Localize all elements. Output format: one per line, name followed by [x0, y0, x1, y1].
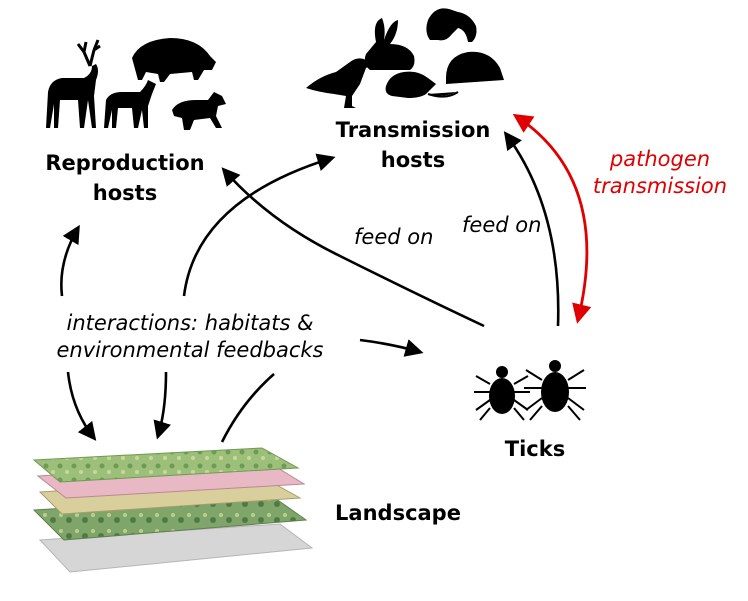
arrow-to-reproduction-hosts	[60, 224, 80, 297]
pathogen-line2: transmission	[592, 174, 728, 198]
transmission-hosts-label-line1: Transmission	[335, 118, 491, 142]
reproduction-host-icons	[46, 38, 226, 130]
tick-icons	[474, 360, 586, 421]
reproduction-hosts-label: Reproduction hosts	[36, 148, 214, 208]
deer-icon	[46, 39, 101, 128]
reproduction-hosts-label-line2: hosts	[92, 181, 158, 205]
transmission-hosts-label: Transmission hosts	[318, 115, 508, 175]
arrow-ticks-feed-reproduction	[221, 167, 485, 328]
feed-on-right-label: feed on	[462, 213, 542, 237]
ticks-label: Ticks	[504, 437, 566, 461]
rabbit-icon	[364, 18, 415, 70]
mouse-icon	[385, 71, 459, 98]
interactions-line1: interactions: habitats &	[66, 311, 314, 335]
crow-icon	[306, 58, 376, 108]
dog-icon	[172, 92, 226, 130]
squirrel-icon	[426, 8, 477, 42]
arrow-to-transmission-hosts	[182, 153, 336, 297]
pathogen-transmission-label: pathogen transmission	[584, 146, 736, 200]
pathogen-line1: pathogen	[609, 147, 711, 171]
wild-boar-icon	[132, 38, 216, 82]
landscape-feedback-line	[220, 373, 275, 443]
tick-icon	[524, 360, 586, 421]
arrow-to-landscape-2	[153, 371, 171, 440]
arrow-to-ticks	[359, 338, 424, 357]
interactions-line2: environmental feedbacks	[56, 338, 324, 362]
reproduction-hosts-label-line1: Reproduction	[45, 151, 205, 175]
transmission-hosts-label-line2: hosts	[380, 148, 446, 172]
landscape-map-layers-icon	[32, 447, 314, 573]
arrow-to-landscape-1	[66, 371, 97, 441]
doe-icon	[104, 80, 156, 128]
hedgehog-icon	[446, 51, 504, 84]
transmission-host-icons	[306, 8, 504, 108]
tick-icon	[474, 366, 530, 421]
pathogen-transmission-arrow	[512, 113, 592, 324]
feed-on-left-label: feed on	[354, 225, 434, 249]
landscape-label: Landscape	[335, 501, 461, 525]
interactions-annotation: interactions: habitats & environmental f…	[40, 310, 340, 364]
